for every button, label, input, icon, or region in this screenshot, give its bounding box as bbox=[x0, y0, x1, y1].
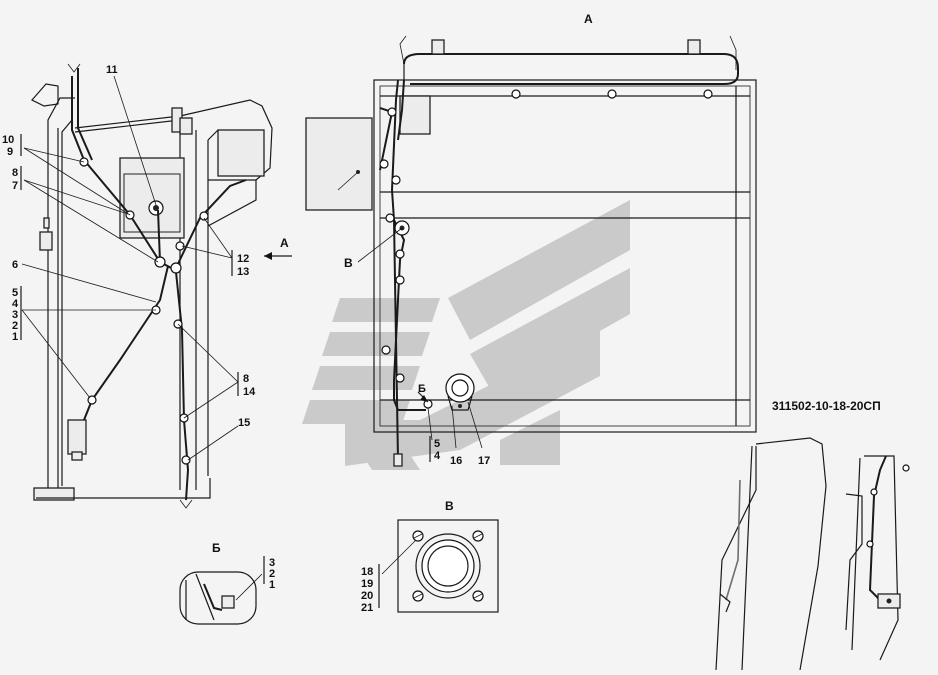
view-b-title: Б bbox=[212, 541, 221, 555]
callout-1b: 1 bbox=[269, 579, 275, 591]
callout-19: 19 bbox=[361, 578, 373, 590]
callout-4b: 4 bbox=[434, 450, 441, 462]
callout-12: 12 bbox=[237, 253, 249, 265]
callout-17: 17 bbox=[478, 455, 490, 467]
view-a-drawing bbox=[305, 35, 757, 467]
side-view bbox=[21, 63, 292, 509]
view-a-title: А bbox=[584, 12, 593, 26]
callout-9: 9 bbox=[7, 146, 13, 158]
callout-2b: 2 bbox=[269, 568, 275, 580]
arrow-a-label: А bbox=[280, 236, 289, 250]
view-marker-b: Б bbox=[418, 383, 426, 395]
callout-labels: А Б В А Б В 311502-10-18-20СП 11 10 9 8 … bbox=[2, 12, 881, 614]
callout-13: 13 bbox=[237, 266, 249, 278]
detail-b-drawing bbox=[179, 571, 263, 625]
callout-6: 6 bbox=[12, 259, 18, 271]
callout-15: 15 bbox=[238, 417, 250, 429]
callout-1a: 1 bbox=[12, 331, 18, 343]
callout-10: 10 bbox=[2, 134, 14, 146]
callout-11: 11 bbox=[106, 64, 118, 76]
callout-3b: 3 bbox=[269, 557, 275, 569]
callout-5a: 5 bbox=[12, 287, 18, 299]
callout-20: 20 bbox=[361, 590, 373, 602]
callout-4a: 4 bbox=[12, 298, 19, 310]
watermark-logo bbox=[302, 200, 630, 470]
callout-3a: 3 bbox=[12, 309, 18, 321]
partial-view-fragments bbox=[715, 437, 910, 671]
view-marker-v: В bbox=[344, 256, 353, 270]
callout-21: 21 bbox=[361, 602, 373, 614]
callout-bars bbox=[20, 134, 431, 608]
callout-16: 16 bbox=[450, 455, 462, 467]
callout-5b: 5 bbox=[434, 438, 440, 450]
detail-v-drawing bbox=[381, 519, 499, 613]
callout-14: 14 bbox=[243, 386, 256, 398]
callout-2a: 2 bbox=[12, 320, 18, 332]
drawing-number: 311502-10-18-20СП bbox=[772, 399, 881, 413]
callout-18: 18 bbox=[361, 566, 373, 578]
callout-8a: 8 bbox=[12, 167, 18, 179]
callout-7: 7 bbox=[12, 180, 18, 192]
callout-8b: 8 bbox=[243, 373, 249, 385]
view-v-title: В bbox=[445, 499, 454, 513]
